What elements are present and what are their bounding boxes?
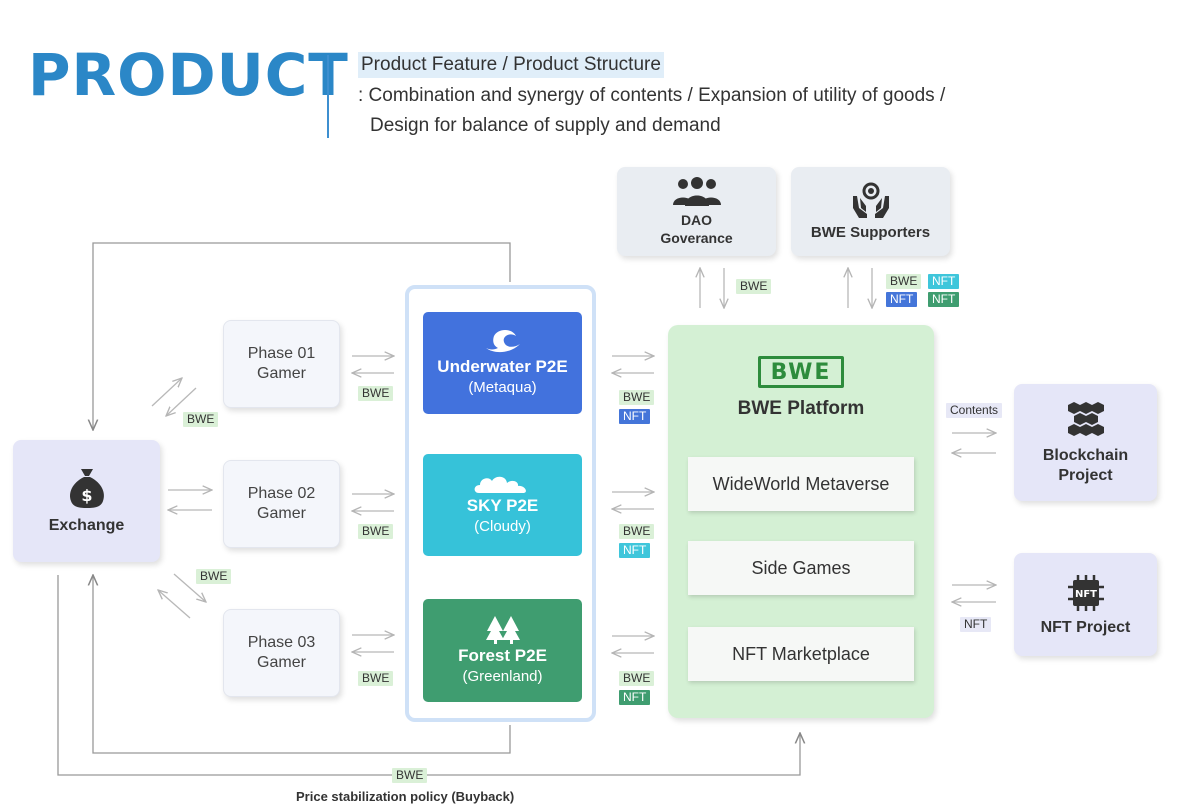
underwater-p2e-name: Underwater P2E — [437, 357, 568, 376]
nft-marketplace-item: NFT Marketplace — [688, 627, 914, 681]
dao-subtitle: Goverance — [660, 229, 733, 246]
badge-bwe: BWE — [736, 279, 772, 294]
description-line-1: : Combination and synergy of contents / … — [358, 85, 946, 106]
badge-bwe: BWE — [196, 569, 232, 584]
forest-p2e-name: Forest P2E — [458, 645, 547, 665]
wideworld-metaverse-item: WideWorld Metaverse — [688, 457, 914, 511]
phase-03-subtitle: Gamer — [257, 654, 306, 671]
phase-01-title: Phase 01 — [247, 345, 316, 362]
money-bag-icon: $ — [69, 469, 104, 508]
sky-p2e-sub: (Cloudy) — [474, 518, 531, 535]
badge-bwe: BWE — [358, 386, 394, 401]
bwe-supporters-box: BWE Supporters — [791, 167, 950, 256]
phase-03-title: Phase 03 — [247, 634, 316, 651]
underwater-p2e-box: Underwater P2E (Metaqua) — [423, 312, 582, 414]
page-title: PRODUCT — [28, 41, 349, 109]
svg-text:$: $ — [81, 486, 92, 505]
nft-project-label: NFT Project — [1040, 618, 1131, 636]
sky-p2e-name: SKY P2E — [466, 496, 539, 515]
badge-nft: NFT — [928, 274, 960, 289]
badge-bwe: BWE — [358, 524, 394, 539]
phase-02-box: Phase 02 Gamer — [223, 460, 340, 548]
wave-icon — [485, 330, 520, 353]
badge-nft: NFT — [960, 617, 992, 632]
badge-nft: NFT — [619, 690, 651, 705]
side-games-item: Side Games — [688, 541, 914, 595]
badge-nft: NFT — [619, 409, 651, 424]
badge-bwe: BWE — [619, 671, 655, 686]
nft-chip-icon: NFT — [1067, 574, 1104, 611]
people-group-icon — [672, 176, 721, 206]
badge-bwe: BWE — [358, 671, 394, 686]
blockchain-project-title: Blockchain — [1042, 446, 1129, 464]
badge-bwe: BWE — [886, 274, 922, 289]
svg-text:NFT: NFT — [1074, 589, 1096, 600]
phase-02-subtitle: Gamer — [257, 505, 306, 522]
badge-bwe: BWE — [619, 390, 655, 405]
badge-bwe: BWE — [183, 412, 219, 427]
bwe-platform-title: BWE Platform — [737, 398, 865, 419]
page-subtitle: Product Feature / Product Structure — [358, 52, 664, 78]
header-divider — [327, 55, 329, 138]
underwater-p2e-sub: (Metaqua) — [468, 379, 537, 396]
description-line-2: Design for balance of supply and demand — [370, 115, 721, 136]
blockchain-project-box: Blockchain Project — [1014, 384, 1157, 501]
dao-governance-box: DAO Goverance — [617, 167, 776, 256]
exchange-box: $ Exchange — [13, 440, 160, 562]
bwe-supporters-label: BWE Supporters — [810, 224, 931, 241]
buyback-caption: Price stabilization policy (Buyback) — [296, 789, 515, 804]
badge-bwe: BWE — [392, 768, 428, 783]
cubes-icon — [1067, 401, 1104, 436]
forest-p2e-box: Forest P2E (Greenland) — [423, 599, 582, 702]
badge-bwe: BWE — [619, 524, 655, 539]
exchange-label: Exchange — [48, 517, 125, 534]
nft-project-box: NFT NFT Project — [1014, 553, 1157, 656]
bwe-logo: BWE — [758, 356, 844, 388]
badge-nft: NFT — [886, 292, 918, 307]
cloud-icon — [474, 476, 526, 493]
dao-title: DAO — [680, 211, 713, 228]
phase-01-box: Phase 01 Gamer — [223, 320, 340, 408]
badge-contents: Contents — [946, 403, 1003, 418]
phase-02-title: Phase 02 — [247, 485, 316, 502]
badge-nft: NFT — [619, 543, 651, 558]
tree-icon — [485, 615, 520, 644]
blockchain-project-subtitle: Project — [1058, 466, 1113, 484]
badge-nft: NFT — [928, 292, 960, 307]
phase-03-box: Phase 03 Gamer — [223, 609, 340, 697]
phase-01-subtitle: Gamer — [257, 365, 306, 382]
sky-p2e-box: SKY P2E (Cloudy) — [423, 454, 582, 556]
hands-heart-icon — [852, 182, 889, 218]
forest-p2e-sub: (Greenland) — [462, 667, 543, 685]
